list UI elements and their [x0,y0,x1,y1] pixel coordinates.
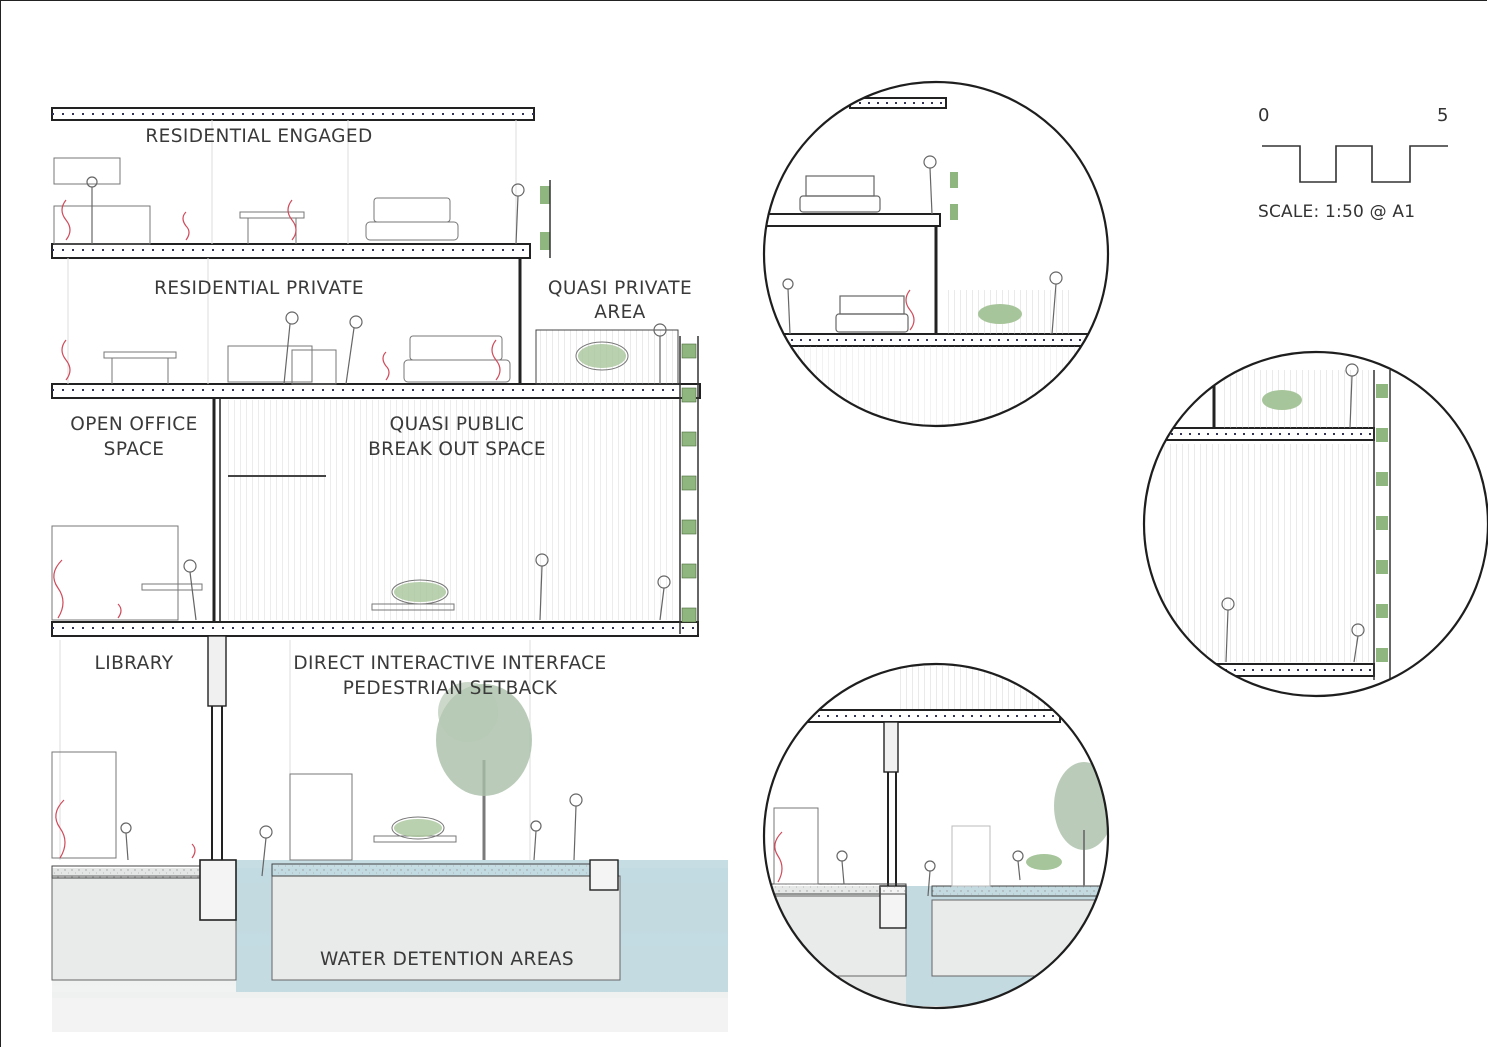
scale-end: 5 [1437,105,1449,126]
label-quasi-private-line1: QUASI PRIVATE [547,278,693,299]
label-library: LIBRARY [94,653,174,674]
label-quasi-public-line1: QUASI PUBLIC [389,414,525,435]
detail-green-facade [1142,350,1488,698]
scale-start: 0 [1258,105,1270,126]
label-open-office-line1: OPEN OFFICE [70,414,198,435]
label-interface-line2: PEDESTRIAN SETBACK [342,678,558,699]
detail-residential-terrace [762,80,1110,428]
scale-label: SCALE: 1:50 @ A1 [1258,202,1416,222]
street-tree [436,682,532,860]
green-facade [540,180,699,634]
label-water-detention: WATER DETENTION AREAS [319,949,575,970]
label-residential-engaged: RESIDENTIAL ENGAGED [145,126,373,147]
label-interface-line1: DIRECT INTERACTIVE INTERFACE [293,653,607,674]
label-quasi-public-line2: BREAK OUT SPACE [368,439,546,460]
detail-water-setback [762,662,1110,1010]
label-open-office-line2: SPACE [103,439,165,460]
scale-bar [1262,145,1448,183]
label-residential-private: RESIDENTIAL PRIVATE [154,278,364,299]
label-quasi-private-line2: AREA [594,302,646,323]
